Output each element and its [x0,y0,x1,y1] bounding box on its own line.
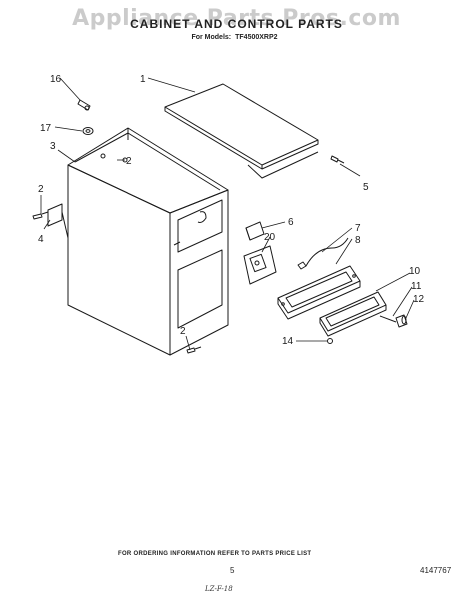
mounting-bracket-part [32,203,69,239]
callout-6: 6 [288,217,294,228]
page-title: CABINET AND CONTROL PARTS [130,17,343,31]
callout-2-left: 2 [38,184,44,195]
cabinet-screw-parts [100,153,345,164]
ordering-note: FOR ORDERING INFORMATION REFER TO PARTS … [118,551,312,557]
callout-4: 4 [38,234,44,245]
cabinet-side-face [169,189,229,356]
cabinet-front-face [67,164,171,356]
control-panel-frame [277,265,361,320]
callout-3: 3 [50,141,56,152]
callout-2-lower: 2 [180,326,186,337]
callout-2-upper: 2 [126,156,132,167]
watermark: Appliance Parts Pros.com [72,6,401,31]
indicator-light-part [297,237,349,270]
thermostat-shaft-part [77,99,91,111]
callout-17: 17 [40,123,52,134]
cabinet [67,127,229,356]
control-panel-overlay [319,291,387,337]
callout-8: 8 [355,235,361,246]
handwritten-code: LZ-F-18 [205,585,233,593]
cabinet-side-cutout-upper [177,199,223,253]
document-number: 4147767 [420,566,452,575]
callout-numbers: 1 16 17 3 2 2 4 5 6 20 7 8 10 11 12 2 14 [38,74,425,347]
switch-part [245,221,265,241]
callout-11: 11 [411,281,422,292]
callout-20: 20 [264,232,276,243]
cabinet-side-cutout-lower [177,249,223,329]
page-number: 5 [230,566,235,575]
leader-lines [40,77,415,351]
cabinet-top-lid [164,83,319,179]
callout-14: 14 [282,336,294,347]
callout-12: 12 [413,294,425,305]
callout-1: 1 [140,74,146,85]
control-module-part [243,245,277,285]
grommet-part [82,127,94,135]
lower-screw-part [186,346,202,354]
callout-7: 7 [355,223,361,234]
control-knob-part [379,314,408,328]
callout-10: 10 [409,266,421,277]
panel-screw-part [327,338,333,344]
models-line: For Models:TF4500XRP2 [0,34,473,41]
callout-5: 5 [363,182,369,193]
models-value: TF4500XRP2 [235,34,278,41]
callout-16: 16 [50,74,62,85]
cabinet-wire-harness [197,211,207,223]
models-label: For Models: [191,34,232,41]
cabinet-top-opening [67,127,229,214]
